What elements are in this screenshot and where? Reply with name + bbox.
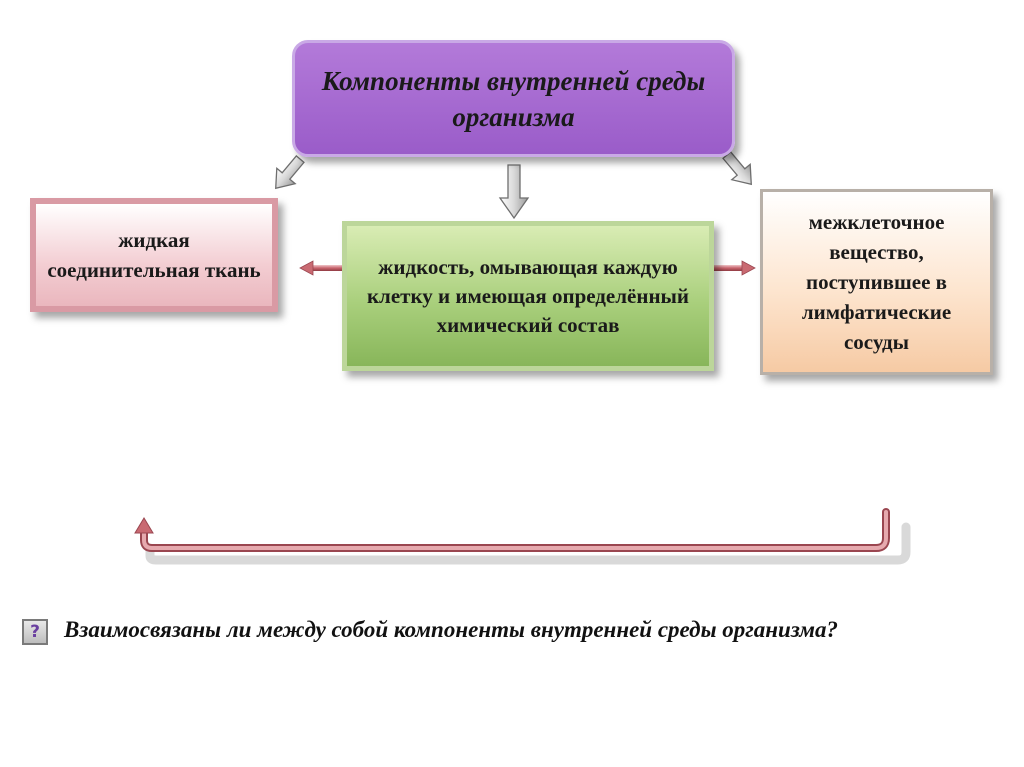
title-box: Компоненты внутренней среды организма [292, 40, 735, 157]
arrow-center-to-right [714, 260, 756, 276]
left-box: жидкая соединительная ткань [30, 198, 278, 312]
question-mark-icon: ? [22, 619, 48, 645]
arrow-center-to-left [299, 260, 344, 276]
arrow-to-left-box [275, 155, 305, 190]
right-box-text: межклеточное вещество, поступившее в лим… [801, 210, 952, 354]
center-box-text: жидкость, омывающая каждую клетку и имею… [366, 254, 690, 337]
question-text: Взаимосвязаны ли между собой компоненты … [64, 617, 839, 642]
left-box-text: жидкая соединительная ткань [47, 228, 261, 282]
title-text: Компоненты внутренней среды организма [321, 65, 706, 132]
question-row: ? Взаимосвязаны ли между собой компонент… [22, 613, 962, 646]
right-box: межклеточное вещество, поступившее в лим… [760, 189, 993, 375]
arrow-to-right-box [722, 151, 752, 186]
center-box: жидкость, омывающая каждую клетку и имею… [342, 221, 714, 371]
bottom-return-arrow [134, 508, 911, 565]
arrow-to-center-box [498, 164, 530, 220]
question-mark-glyph: ? [30, 622, 40, 642]
